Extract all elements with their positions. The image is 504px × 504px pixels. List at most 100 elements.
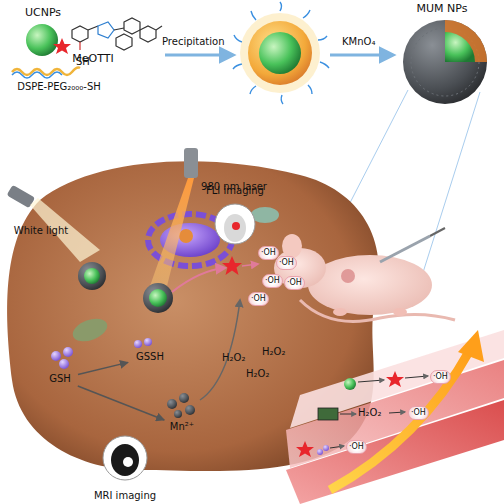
illustration-part (72, 26, 88, 42)
ucnp-sphere (26, 24, 58, 56)
illustration-part (51, 351, 61, 361)
node-text: DSPE-PEG₂₀₀₀-SH (17, 80, 101, 93)
illustration-part (308, 255, 432, 315)
illustration-part (174, 410, 182, 418)
illustration-part (393, 308, 407, 316)
illustration-part (79, 42, 80, 50)
illustration-part (84, 268, 100, 284)
illustration-part (333, 308, 347, 316)
illustration-part (445, 32, 475, 62)
illustration-part (308, 85, 312, 94)
illustration-part (215, 204, 255, 244)
ros-arrow (242, 264, 258, 266)
fenton-arrow (200, 300, 240, 400)
illustration-part (320, 62, 329, 68)
annotation-label: ·OH (262, 274, 283, 288)
illustration-part (26, 24, 58, 56)
illustration-part (179, 393, 189, 403)
illustration-part (281, 95, 283, 104)
illustration-part (445, 20, 487, 62)
illustration-part (240, 13, 320, 93)
annotation-label: H₂O₂ (262, 346, 285, 358)
illustration-part (179, 229, 193, 243)
label-node: MUM NPs (404, 2, 480, 18)
illustration-part (323, 445, 329, 451)
laser-device (150, 148, 198, 290)
illustration-part (330, 446, 344, 448)
illustration-part (98, 22, 114, 38)
node-text: Mn²⁺ (170, 420, 194, 433)
illustration-part (143, 283, 173, 313)
label-node: UCNPs (20, 6, 66, 20)
illustration-part (103, 436, 147, 480)
illustration-part (233, 2, 329, 104)
illustration-part (458, 330, 484, 362)
illustration-part (140, 26, 156, 42)
annotation-label: ·OH (346, 440, 367, 454)
label-node: DSPE-PEG₂₀₀₀-SH (4, 80, 114, 94)
label-node: MeOTTI (66, 52, 120, 66)
illustration-part (234, 35, 242, 42)
annotation-label: ·OH (276, 256, 297, 270)
reaction-arrow (78, 362, 128, 374)
process-arrow (330, 54, 393, 57)
illustration-part (303, 10, 310, 18)
illustration-part (150, 178, 194, 290)
illustration-part (282, 234, 302, 258)
star-symbol (53, 38, 71, 54)
annotation-label: SH (76, 56, 90, 68)
annotation-label: Precipitation (162, 36, 225, 48)
annotation-label: ·OH (430, 370, 451, 384)
illustration-part (111, 444, 139, 476)
illustration-part (123, 457, 133, 467)
illustration-part (290, 330, 504, 428)
illustration-part (144, 338, 152, 346)
process-arrow (165, 54, 233, 57)
illustration-part (405, 376, 428, 378)
coated-nanoparticle (233, 2, 329, 104)
illustration-part (386, 371, 404, 387)
annotation-label: KMnO₄ (342, 36, 375, 48)
annotation-label: H₂O₂ (358, 407, 381, 419)
node-text: GSH (49, 372, 71, 385)
nanoparticle-in-cell (78, 262, 173, 313)
illustration-part (380, 236, 430, 262)
illustration-part (59, 359, 69, 369)
illustration-part (184, 148, 198, 178)
illustration-part (63, 347, 73, 357)
illustration-part (286, 360, 504, 468)
annotation-label: H₂O₂ (246, 368, 269, 380)
illustration-part (317, 449, 323, 455)
label-node: Mn²⁺ (162, 420, 202, 434)
illustration-part (134, 340, 142, 348)
meotti-molecule (72, 18, 162, 50)
illustration-part (248, 21, 312, 85)
peg-chain (12, 68, 80, 76)
mum-nanoparticle (403, 20, 487, 104)
mouse (274, 228, 455, 321)
illustration-part (280, 2, 282, 11)
illustration-part (251, 11, 256, 20)
illustration-part (156, 26, 162, 30)
illustration-part (232, 222, 240, 230)
illustration-part (114, 28, 124, 30)
illustration-part (430, 228, 445, 236)
illustration-part (296, 441, 314, 457)
illustration-part (330, 350, 470, 490)
illustration-part (149, 289, 167, 307)
illustration-part (88, 26, 98, 30)
illustration-part (233, 64, 242, 69)
node-text: MUM NPs (417, 2, 468, 15)
illustration-part (167, 399, 177, 409)
emission-arrow (172, 268, 225, 292)
illustration-part (344, 378, 356, 390)
annotation-label: ·OH (258, 246, 279, 260)
mechanism-bands (286, 330, 504, 504)
illustration-part (420, 92, 480, 282)
reaction-arrow (78, 386, 164, 420)
mri-inset (103, 436, 147, 480)
illustration-part (358, 380, 384, 382)
star-symbol (222, 256, 242, 275)
annotation-label: ·OH (284, 276, 305, 290)
